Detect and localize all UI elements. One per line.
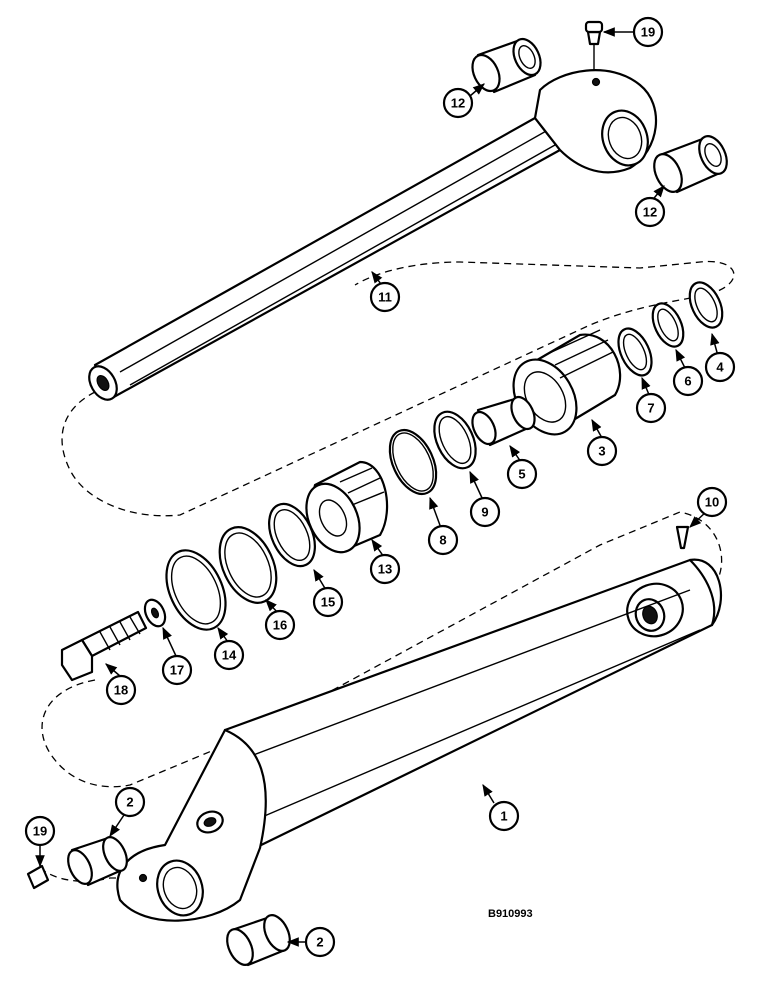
svg-text:14: 14 [222, 648, 237, 663]
callout-4: 4 [704, 351, 736, 383]
svg-text:12: 12 [643, 205, 657, 220]
callout-7: 7 [635, 392, 667, 424]
barrel-bushing-top [67, 836, 128, 887]
set-screw-10 [675, 525, 690, 550]
callout-16: 16 [264, 609, 296, 641]
svg-text:12: 12 [451, 96, 465, 111]
callout-13: 13 [369, 553, 401, 585]
backup-ring [433, 410, 477, 470]
barrel-assembly-dashed-outline [41, 511, 723, 788]
callout-12-right: 12 [634, 196, 666, 228]
svg-text:5: 5 [518, 467, 525, 482]
svg-text:15: 15 [321, 595, 335, 610]
svg-text:6: 6 [684, 374, 691, 389]
svg-text:11: 11 [378, 290, 392, 305]
callout-8: 8 [427, 524, 459, 556]
washer-17 [143, 598, 167, 628]
o-ring [388, 428, 438, 496]
svg-text:18: 18 [114, 683, 128, 698]
svg-text:10: 10 [705, 495, 719, 510]
svg-text:16: 16 [273, 618, 287, 633]
svg-text:9: 9 [481, 505, 488, 520]
svg-text:7: 7 [647, 401, 654, 416]
piston-seal-15 [268, 502, 316, 568]
callout-17: 17 [161, 654, 193, 686]
svg-text:4: 4 [716, 360, 724, 375]
svg-text:13: 13 [378, 562, 392, 577]
callout-6: 6 [672, 365, 704, 397]
callout-12-top: 12 [442, 87, 474, 119]
callout-5: 5 [506, 458, 538, 490]
svg-text:3: 3 [598, 444, 605, 459]
grease-fitting-bottom [26, 864, 50, 890]
piston [305, 460, 389, 554]
svg-text:1: 1 [500, 809, 507, 824]
callout-19-bottom: 19 [24, 815, 56, 847]
callout-18: 18 [105, 674, 137, 706]
svg-text:19: 19 [641, 25, 655, 40]
barrel-bushing-bottom [226, 914, 291, 967]
svg-text:2: 2 [316, 935, 323, 950]
callout-2-top: 2 [114, 786, 146, 818]
grease-fitting-top [584, 20, 604, 70]
callout-19-top: 19 [632, 16, 664, 48]
bolt-18 [60, 610, 148, 682]
callout-9: 9 [469, 496, 501, 528]
callout-11: 11 [369, 281, 401, 313]
callout-1: 1 [488, 800, 520, 832]
piston-rod [88, 69, 658, 401]
piston-ring-16 [218, 526, 278, 604]
svg-text:19: 19 [33, 824, 47, 839]
svg-text:2: 2 [126, 795, 133, 810]
gland-bushing [471, 395, 536, 447]
callout-14: 14 [213, 639, 245, 671]
drawing-code: B910993 [488, 908, 533, 920]
callout-2-bottom: 2 [304, 926, 336, 958]
wear-ring [617, 327, 653, 377]
svg-text:17: 17 [170, 663, 184, 678]
svg-text:8: 8 [439, 533, 446, 548]
bushing-top [471, 37, 542, 94]
callout-10: 10 [696, 486, 728, 518]
wiper-seal [688, 281, 724, 329]
callout-15: 15 [312, 586, 344, 618]
rod-seal [651, 302, 685, 348]
callout-3: 3 [586, 435, 618, 467]
wear-ring-14 [165, 549, 227, 631]
cylinder-barrel [116, 558, 723, 922]
bushing-right [653, 135, 728, 194]
